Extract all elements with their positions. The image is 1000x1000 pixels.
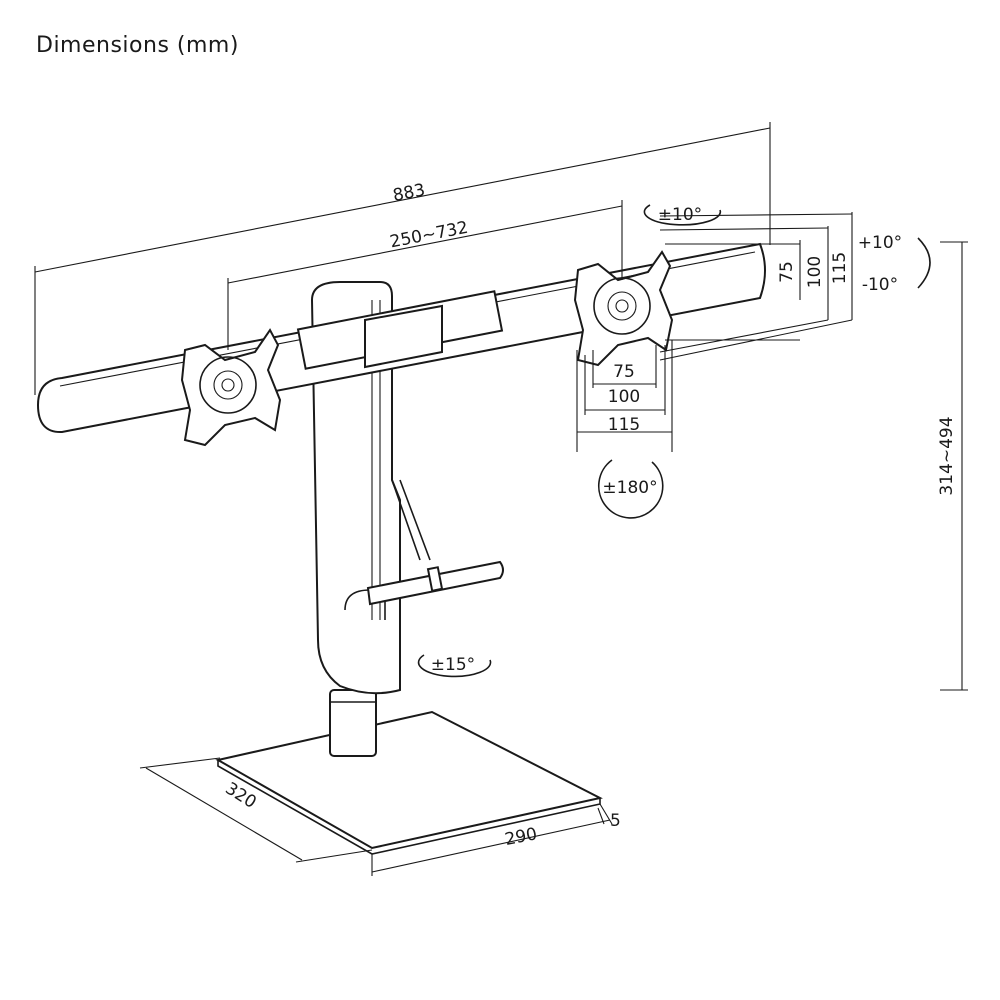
rotation-indicator: ±180°	[598, 459, 664, 519]
label-total-width: 883	[391, 180, 427, 206]
label-tilt-top: ±10°	[658, 205, 702, 225]
vesa-plate-left	[180, 328, 282, 447]
label-vesa-h-100: 100	[608, 387, 640, 407]
dimension-5: 5	[597, 807, 621, 831]
label-vesa-h-75: 75	[613, 362, 635, 382]
vesa-vertical-dimensions: 75 100 115	[659, 212, 853, 361]
label-height-range: 314~494	[937, 416, 957, 495]
pole	[329, 689, 377, 757]
label-base-width: 290	[503, 824, 539, 850]
vesa-plate-right	[573, 250, 674, 367]
base-plate	[215, 710, 603, 855]
vesa-horizontal-dimensions: 75 100 115	[576, 340, 673, 452]
swivel-indicator: ±15°	[417, 654, 492, 678]
label-vesa-v-75: 75	[777, 261, 797, 283]
label-vesa-span: 250~732	[388, 218, 470, 253]
tilt-indicator: +10° -10°	[858, 233, 931, 295]
label-vesa-v-115: 115	[830, 252, 850, 284]
label-base-thickness: 5	[610, 811, 621, 831]
handle	[366, 560, 504, 606]
label-tilt-plus: +10°	[858, 233, 902, 253]
diagram-title: Dimensions (mm)	[36, 33, 239, 58]
label-vesa-h-115: 115	[608, 415, 640, 435]
label-swivel: ±15°	[431, 655, 475, 675]
label-base-depth: 320	[222, 779, 260, 813]
dimension-height: 314~494	[937, 241, 968, 691]
label-tilt-minus: -10°	[862, 275, 898, 295]
tilt-top-indicator: ±10°	[643, 204, 722, 226]
label-rotation: ±180°	[602, 478, 657, 498]
label-vesa-v-100: 100	[805, 256, 825, 288]
